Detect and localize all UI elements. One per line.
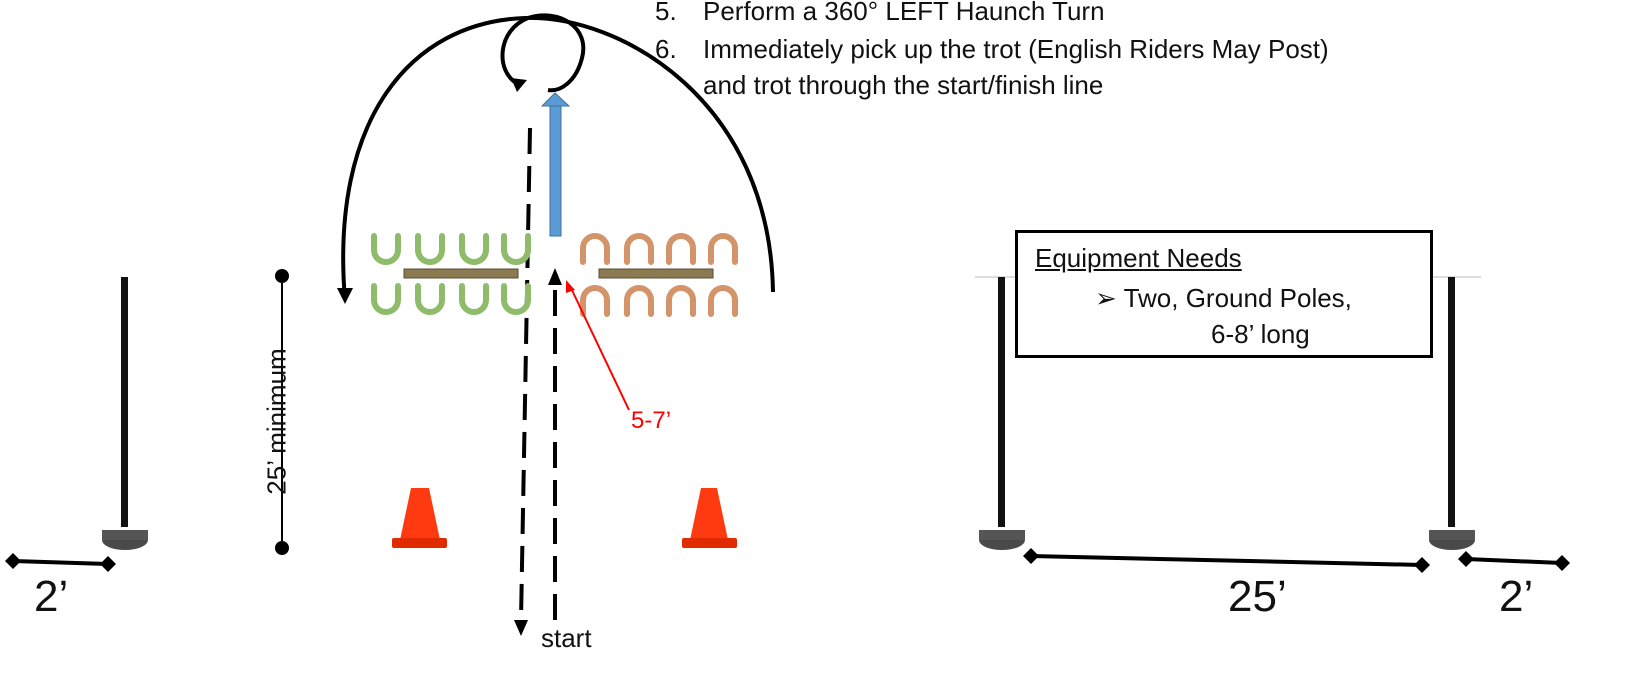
entry-arrowhead-icon xyxy=(548,268,562,285)
equipment-item-line2: 6-8’ long xyxy=(1211,319,1310,349)
middle-jump-standard-icon xyxy=(979,277,1025,550)
step-number: 6. xyxy=(655,34,677,64)
right-cone-icon xyxy=(682,488,737,548)
equipment-needs-box: Equipment Needs ➢ Two, Ground Poles, 6-8… xyxy=(1015,230,1433,358)
step-text: and trot through the start/finish line xyxy=(703,70,1104,100)
minimum-bottom-dot xyxy=(275,541,289,555)
gap-annotation-line xyxy=(569,285,630,411)
instruction-step-6-continued: and trot through the start/finish line xyxy=(655,70,1455,102)
copper-horseshoes xyxy=(580,233,738,317)
step-text: Perform a 360° LEFT Haunch Turn xyxy=(703,0,1105,26)
right-jump-standard-icon xyxy=(1429,277,1475,550)
right-ground-pole xyxy=(598,268,714,279)
instruction-step-5: 5. Perform a 360° LEFT Haunch Turn xyxy=(655,0,1455,28)
blue-arrow-head-icon xyxy=(540,92,571,107)
right-width-line xyxy=(1458,551,1570,571)
gap-distance-label: 5-7’ xyxy=(631,407,672,434)
left-width-line xyxy=(5,553,116,572)
step-text: Immediately pick up the trot (English Ri… xyxy=(703,34,1329,64)
start-label: start xyxy=(541,623,592,653)
blue-arrow-shaft xyxy=(549,105,562,237)
left-ground-pole xyxy=(403,268,519,279)
minimum-top-dot xyxy=(275,269,289,283)
haunch-turn-circle xyxy=(500,13,586,93)
instruction-step-6: 6. Immediately pick up the trot (English… xyxy=(655,34,1455,66)
left-cone-icon xyxy=(392,488,447,548)
green-horseshoes xyxy=(371,233,531,315)
step-number: 5. xyxy=(655,0,677,26)
span-width-label: 25’ xyxy=(1228,572,1287,621)
gap-annotation-arrowhead-icon xyxy=(566,280,575,293)
equipment-item: ➢ Two, Ground Poles, xyxy=(1095,283,1352,314)
right-width-label: 2’ xyxy=(1499,572,1534,621)
arrow-bullet-icon: ➢ xyxy=(1095,283,1117,313)
exit-dashed-path xyxy=(519,127,532,621)
circle-arrowhead-icon xyxy=(511,78,527,92)
span-width-line xyxy=(1023,548,1430,573)
minimum-distance-label: 25’ minimum xyxy=(261,348,292,495)
left-jump-standard-icon xyxy=(102,277,148,550)
arc-arrowhead-icon xyxy=(337,288,353,304)
exit-arrowhead-icon xyxy=(514,620,528,636)
equipment-title: Equipment Needs xyxy=(1035,243,1242,273)
left-width-label: 2’ xyxy=(34,572,69,621)
equipment-item-line1: Two, Ground Poles, xyxy=(1123,283,1352,313)
